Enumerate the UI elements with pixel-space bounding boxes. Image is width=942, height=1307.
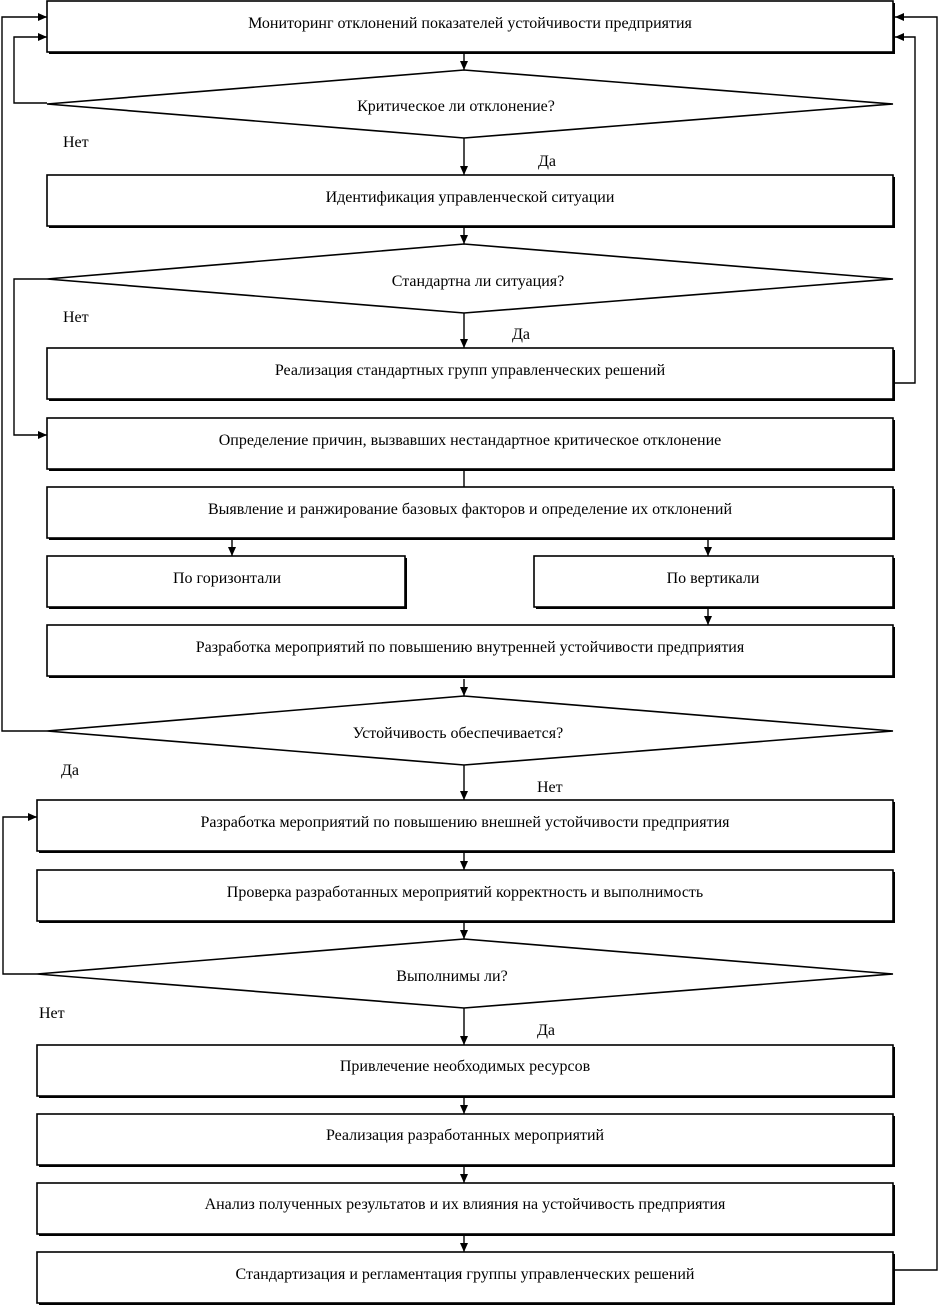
box-label: Реализация стандартных групп управленчес…: [275, 362, 666, 379]
box-label: Реализация разработанных мероприятий: [326, 1127, 605, 1144]
label-yes: Да: [512, 326, 530, 343]
process-box-internal-measures: Разработка мероприятий по повышению внут…: [46, 624, 895, 678]
process-box-horizontal: По горизонтали: [46, 555, 407, 609]
decision-feasible: Выполнимы ли?: [36, 938, 894, 1009]
label-yes: Да: [61, 762, 79, 779]
connectors: [1, 13, 938, 1271]
decision-stability: Устойчивость обеспечивается?: [46, 695, 894, 766]
box-label: Идентификация управленческой ситуации: [326, 189, 615, 206]
process-box-implementation: Реализация разработанных мероприятий: [36, 1113, 895, 1167]
decision-label: Критическое ли отклонение?: [357, 98, 555, 115]
process-box-check: Проверка разработанных мероприятий корре…: [36, 869, 895, 923]
process-box-factors: Выявление и ранжирование базовых факторо…: [46, 486, 895, 540]
box-label: Определение причин, вызвавших нестандарт…: [219, 432, 722, 449]
label-no: Нет: [63, 309, 89, 326]
process-box-monitoring: Мониторинг отклонений показателей устойч…: [46, 0, 895, 54]
process-box-vertical: По вертикали: [533, 555, 895, 609]
process-box-identification: Идентификация управленческой ситуации: [46, 174, 895, 228]
decision-standard: Стандартна ли ситуация?: [46, 243, 894, 314]
box-label: Проверка разработанных мероприятий корре…: [227, 884, 703, 901]
label-no: Нет: [537, 779, 563, 796]
box-label: Мониторинг отклонений показателей устойч…: [248, 15, 692, 32]
process-box-resources: Привлечение необходимых ресурсов: [36, 1044, 895, 1098]
box-label: Разработка мероприятий по повышению внут…: [196, 639, 745, 656]
label-yes: Да: [537, 1022, 555, 1039]
box-label: По горизонтали: [173, 570, 281, 587]
decision-label: Стандартна ли ситуация?: [392, 273, 564, 290]
box-label: Стандартизация и регламентация группы уп…: [236, 1266, 695, 1283]
label-no: Нет: [39, 1005, 65, 1022]
decision-label: Устойчивость обеспечивается?: [353, 725, 563, 742]
process-box-standard-solutions: Реализация стандартных групп управленчес…: [46, 347, 895, 401]
box-label: По вертикали: [667, 570, 760, 587]
label-no: Нет: [63, 134, 89, 151]
box-label: Выявление и ранжирование базовых факторо…: [208, 501, 733, 518]
process-box-external-measures: Разработка мероприятий по повышению внеш…: [36, 799, 895, 853]
box-label: Разработка мероприятий по повышению внеш…: [200, 814, 730, 831]
box-label: Анализ полученных результатов и их влиян…: [205, 1196, 726, 1213]
process-box-analysis: Анализ полученных результатов и их влиян…: [36, 1182, 895, 1236]
decision-label: Выполнимы ли?: [396, 968, 507, 985]
box-label: Привлечение необходимых ресурсов: [340, 1058, 591, 1075]
decision-critical: Критическое ли отклонение?: [46, 69, 894, 139]
process-box-causes: Определение причин, вызвавших нестандарт…: [46, 417, 895, 471]
label-yes: Да: [538, 153, 556, 170]
process-box-standardization: Стандартизация и регламентация группы уп…: [36, 1251, 895, 1305]
